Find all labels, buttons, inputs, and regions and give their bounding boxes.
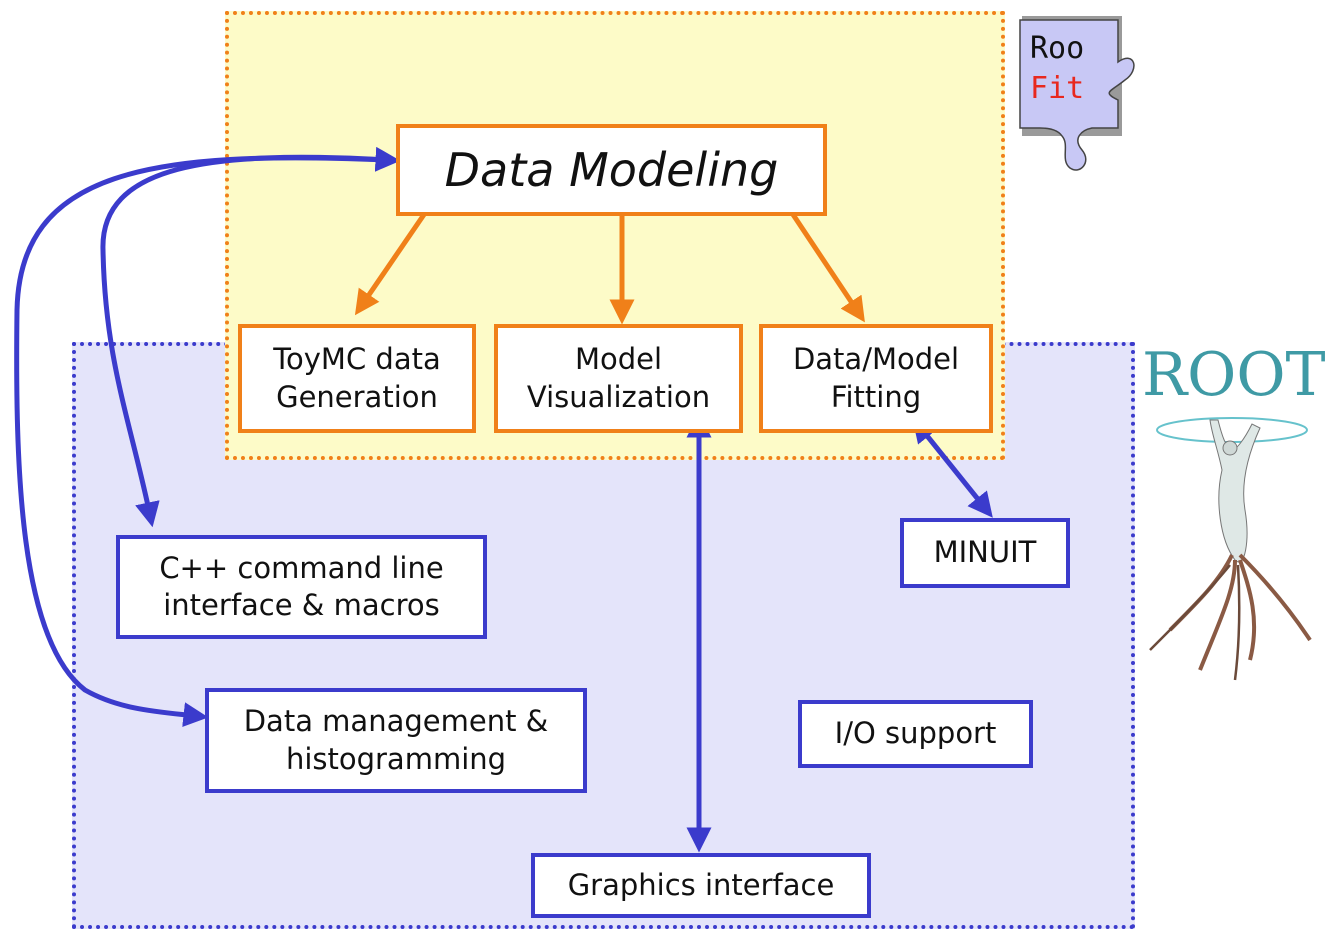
graphics-interface-box: Graphics interface: [531, 853, 871, 918]
roofit-logo-bottom-text: Fit: [1030, 71, 1084, 106]
data-management-box: Data management & histogramming: [205, 688, 587, 793]
toymc-generation-box: ToyMC data Generation: [238, 324, 476, 433]
roofit-logo: Roo Fit: [1019, 16, 1135, 171]
io-support-box: I/O support: [798, 700, 1033, 768]
root-logo-text: ROOT: [1142, 340, 1325, 410]
model-visualization-box: Model Visualization: [494, 324, 743, 433]
minuit-box: MINUIT: [900, 518, 1070, 588]
roofit-logo-top-text: Roo: [1030, 31, 1084, 66]
data-modeling-box: Data Modeling: [396, 124, 827, 216]
cli-macros-box: C++ command line interface & macros: [116, 535, 487, 639]
root-logo: ROOT: [1142, 340, 1325, 681]
data-model-fitting-box: Data/Model Fitting: [759, 324, 993, 433]
